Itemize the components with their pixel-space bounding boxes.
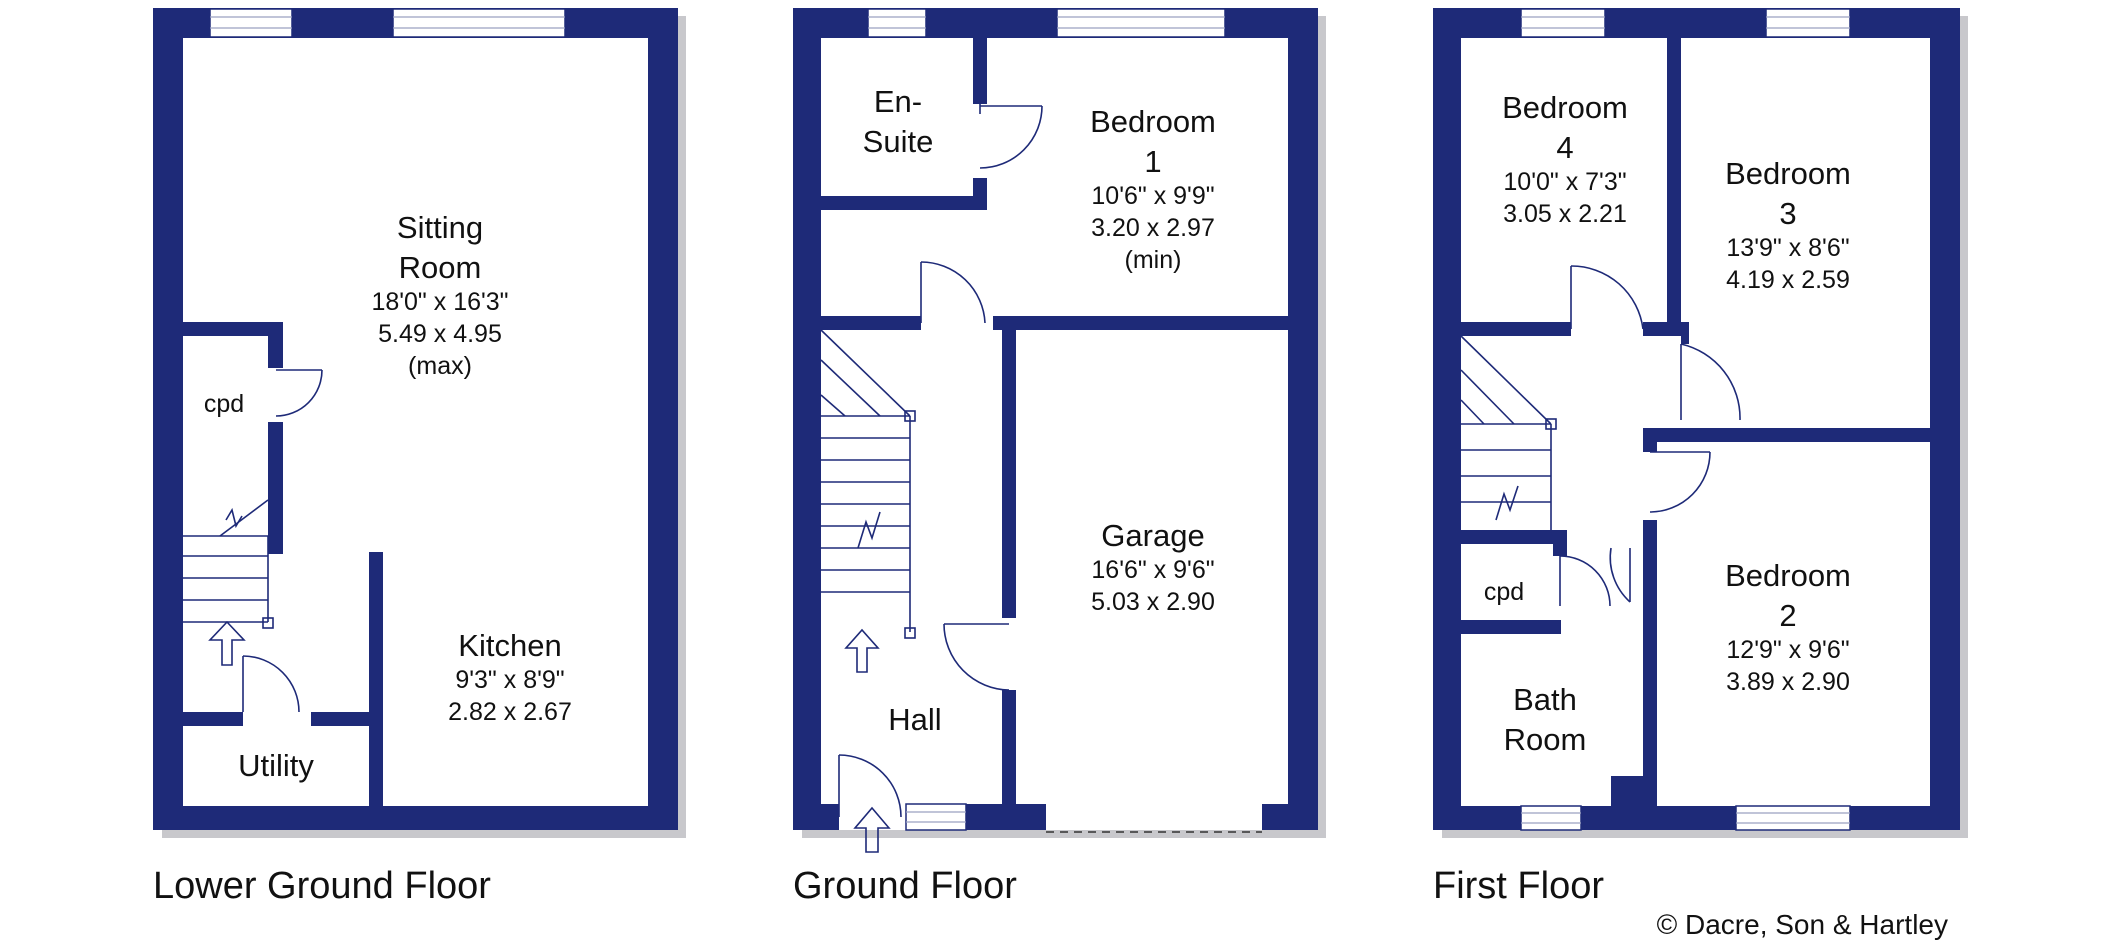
room-name-sitting-room-1: Sitting [397,210,483,245]
room-name-sitting-room-2: Room [399,250,482,285]
room-name-bedroom-2-b: 2 [1779,598,1796,633]
room-dim-bedroom-3-imperial: 13'9" x 8'6" [1726,234,1849,262]
floor-title-lower-ground: Lower Ground Floor [153,865,491,907]
room-dim-garage-imperial: 16'6" x 9'6" [1091,556,1214,584]
lower-ground-labels: Sitting Room 18'0" x 16'3" 5.49 x 4.95 (… [204,210,572,783]
room-name-bedroom-2-a: Bedroom [1725,558,1851,593]
room-name-bathroom-a: Bath [1513,682,1577,717]
room-dim-bedroom-4-metric: 3.05 x 2.21 [1503,200,1627,228]
room-name-bedroom-4-a: Bedroom [1502,90,1628,125]
room-name-bedroom-1-a: Bedroom [1090,104,1216,139]
room-name-en-suite-1: En- [874,84,922,119]
room-name-bathroom-b: Room [1504,722,1587,757]
ground-floor-plan [793,8,1326,853]
copyright-notice: © Dacre, Son & Hartley [1657,909,1948,940]
first-floor-labels: Bedroom 4 10'0" x 7'3" 3.05 x 2.21 Bedro… [1484,90,1851,757]
room-name-cpd-first: cpd [1484,578,1524,606]
room-dim-bedroom-1-metric: 3.20 x 2.97 [1091,214,1215,242]
room-dim-kitchen-metric: 2.82 x 2.67 [448,698,572,726]
room-dim-bedroom-4-imperial: 10'0" x 7'3" [1503,168,1626,196]
room-name-utility: Utility [238,748,314,783]
room-name-bedroom-3-b: 3 [1779,196,1796,231]
floor-title-first: First Floor [1433,865,1604,907]
floor-title-ground: Ground Floor [793,865,1017,907]
room-dim-bedroom-3-metric: 4.19 x 2.59 [1726,266,1850,294]
room-dim-bedroom-1-imperial: 10'6" x 9'9" [1091,182,1214,210]
room-name-cpd-lower: cpd [204,390,244,418]
room-name-bedroom-1-b: 1 [1144,144,1161,179]
room-name-bedroom-4-b: 4 [1556,130,1573,165]
room-name-garage: Garage [1101,518,1204,553]
room-dim-sitting-room-metric: 5.49 x 4.95 [378,320,502,348]
room-dim-sitting-room-imperial: 18'0" x 16'3" [371,288,508,316]
room-name-hall: Hall [888,702,941,737]
room-name-bedroom-3-a: Bedroom [1725,156,1851,191]
room-dim-garage-metric: 5.03 x 2.90 [1091,588,1215,616]
room-dim-bedroom-1-note: (min) [1125,246,1182,274]
room-dim-bedroom-2-imperial: 12'9" x 9'6" [1726,636,1849,664]
first-floor-plan [1433,8,1968,838]
room-dim-kitchen-imperial: 9'3" x 8'9" [455,666,564,694]
ground-floor-labels: En- Suite Bedroom 1 10'6" x 9'9" 3.20 x … [863,84,1216,737]
room-name-kitchen: Kitchen [458,628,561,663]
lower-ground-floor-plan [153,8,686,838]
room-name-en-suite-2: Suite [863,124,934,159]
room-dim-sitting-room-note: (max) [408,352,472,380]
room-dim-bedroom-2-metric: 3.89 x 2.90 [1726,668,1850,696]
